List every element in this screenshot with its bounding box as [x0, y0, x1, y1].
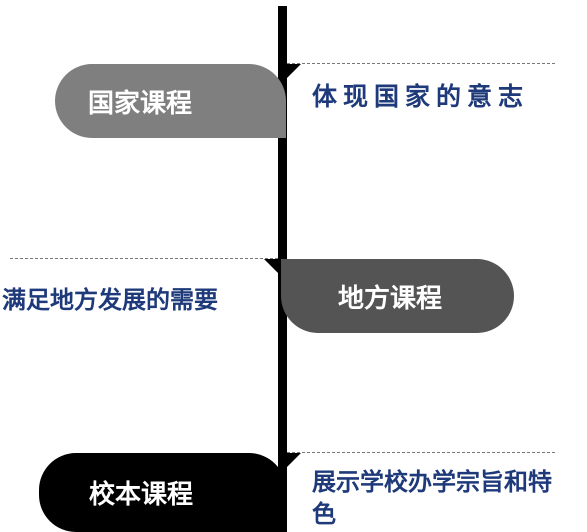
local-notch: [264, 259, 278, 273]
local-course-description: 满足地方发展的需要: [2, 286, 218, 314]
national-course-description: 体现国家的意志: [312, 82, 530, 111]
school-course-pill: 校本课程: [39, 453, 286, 532]
national-course-label: 国家课程: [88, 88, 193, 119]
school-divider: [287, 452, 555, 453]
local-course-pill: 地方课程: [281, 259, 514, 333]
national-divider: [287, 63, 555, 64]
school-course-label: 校本课程: [89, 480, 194, 510]
local-course-label: 地方课程: [338, 283, 443, 314]
national-notch: [287, 64, 301, 78]
school-course-description: 展示学校办学宗旨和特色: [312, 468, 552, 528]
national-course-pill: 国家课程: [55, 64, 286, 138]
local-divider: [10, 258, 278, 259]
school-notch: [287, 453, 301, 467]
